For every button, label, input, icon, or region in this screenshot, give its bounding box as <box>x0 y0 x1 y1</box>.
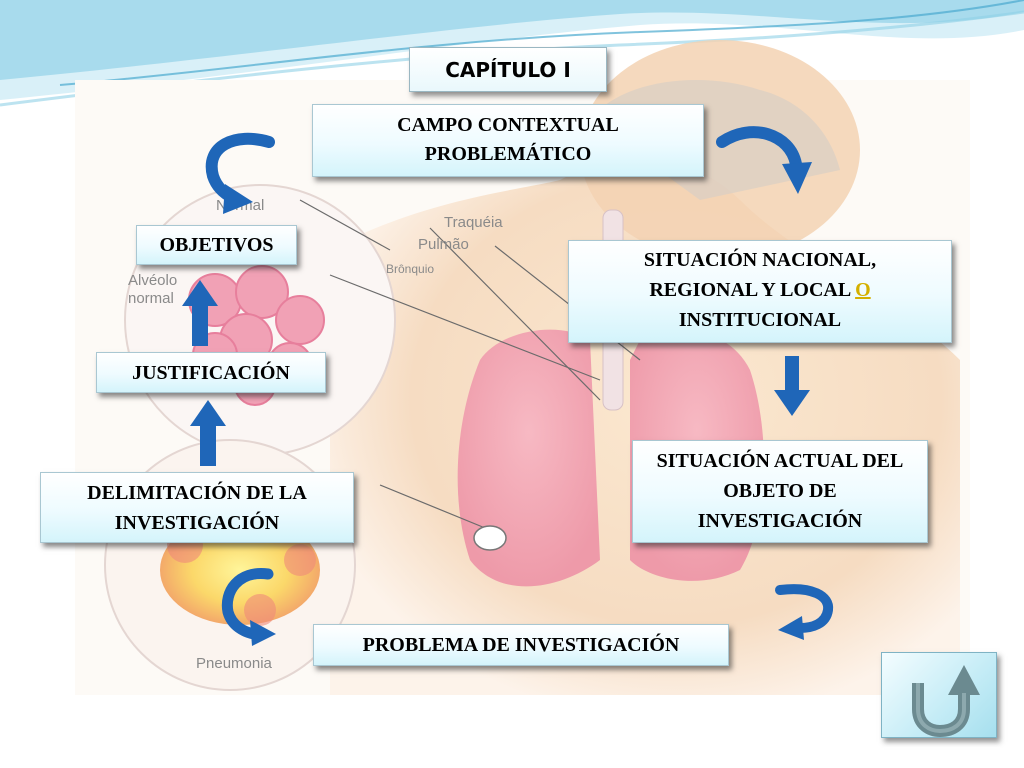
illustration-label-pneumonia: Pneumonia <box>196 655 272 672</box>
down-arrow-icon <box>774 356 810 416</box>
u-turn-arrow-icon <box>912 665 980 737</box>
curved-arrow-top-right-icon <box>716 126 812 194</box>
chapter-title: CAPÍTULO I <box>409 47 607 92</box>
box-situacion-actual: SITUACIÓN ACTUAL DEL OBJETO DE INVESTIGA… <box>632 440 928 543</box>
box-problema: PROBLEMA DE INVESTIGACIÓN <box>313 624 729 666</box>
up-arrow-lower-icon <box>190 400 226 466</box>
curved-arrow-bottom-right-icon <box>775 584 834 640</box>
box-objetivos: OBJETIVOS <box>136 225 297 265</box>
up-arrow-upper-icon <box>182 280 218 346</box>
box-delimitacion: DELIMITACIÓN DE LA INVESTIGACIÓN <box>40 472 354 543</box>
box-situacion-nacional: SITUACIÓN NACIONAL, REGIONAL Y LOCAL O I… <box>568 240 952 343</box>
box-campo-contextual-text: CAMPO CONTEXTUAL PROBLEMÁTICO <box>397 114 619 165</box>
box-situacion-actual-text: SITUACIÓN ACTUAL DEL OBJETO DE INVESTIGA… <box>656 450 904 532</box>
curved-arrow-top-left-icon <box>205 132 275 214</box>
box-justificacion-text: JUSTIFICACIÓN <box>132 362 290 384</box>
box-justificacion: JUSTIFICACIÓN <box>96 352 326 393</box>
box-problema-text: PROBLEMA DE INVESTIGACIÓN <box>362 634 680 656</box>
box-objetivos-text: OBJETIVOS <box>159 234 274 256</box>
illustration-label-pulmao: Pulmão <box>418 236 469 253</box>
box-situacion-nacional-text: SITUACIÓN NACIONAL, REGIONAL Y LOCAL <box>643 249 877 301</box>
illustration-label-alveolo: Alvéolo normal <box>128 272 178 307</box>
box-situacion-nacional-tail: INSTITUCIONAL <box>678 309 842 331</box>
curved-arrow-bottom-left-icon <box>221 568 276 646</box>
box-delimitacion-text: DELIMITACIÓN DE LA INVESTIGACIÓN <box>87 482 307 534</box>
return-button[interactable] <box>881 652 997 738</box>
box-campo-contextual: CAMPO CONTEXTUAL PROBLEMÁTICO <box>312 104 704 177</box>
box-situacion-nacional-highlight: O <box>855 279 871 301</box>
illustration-label-bronquio: Brônquio <box>386 262 435 276</box>
illustration-label-traquea: Traquéia <box>444 214 503 231</box>
